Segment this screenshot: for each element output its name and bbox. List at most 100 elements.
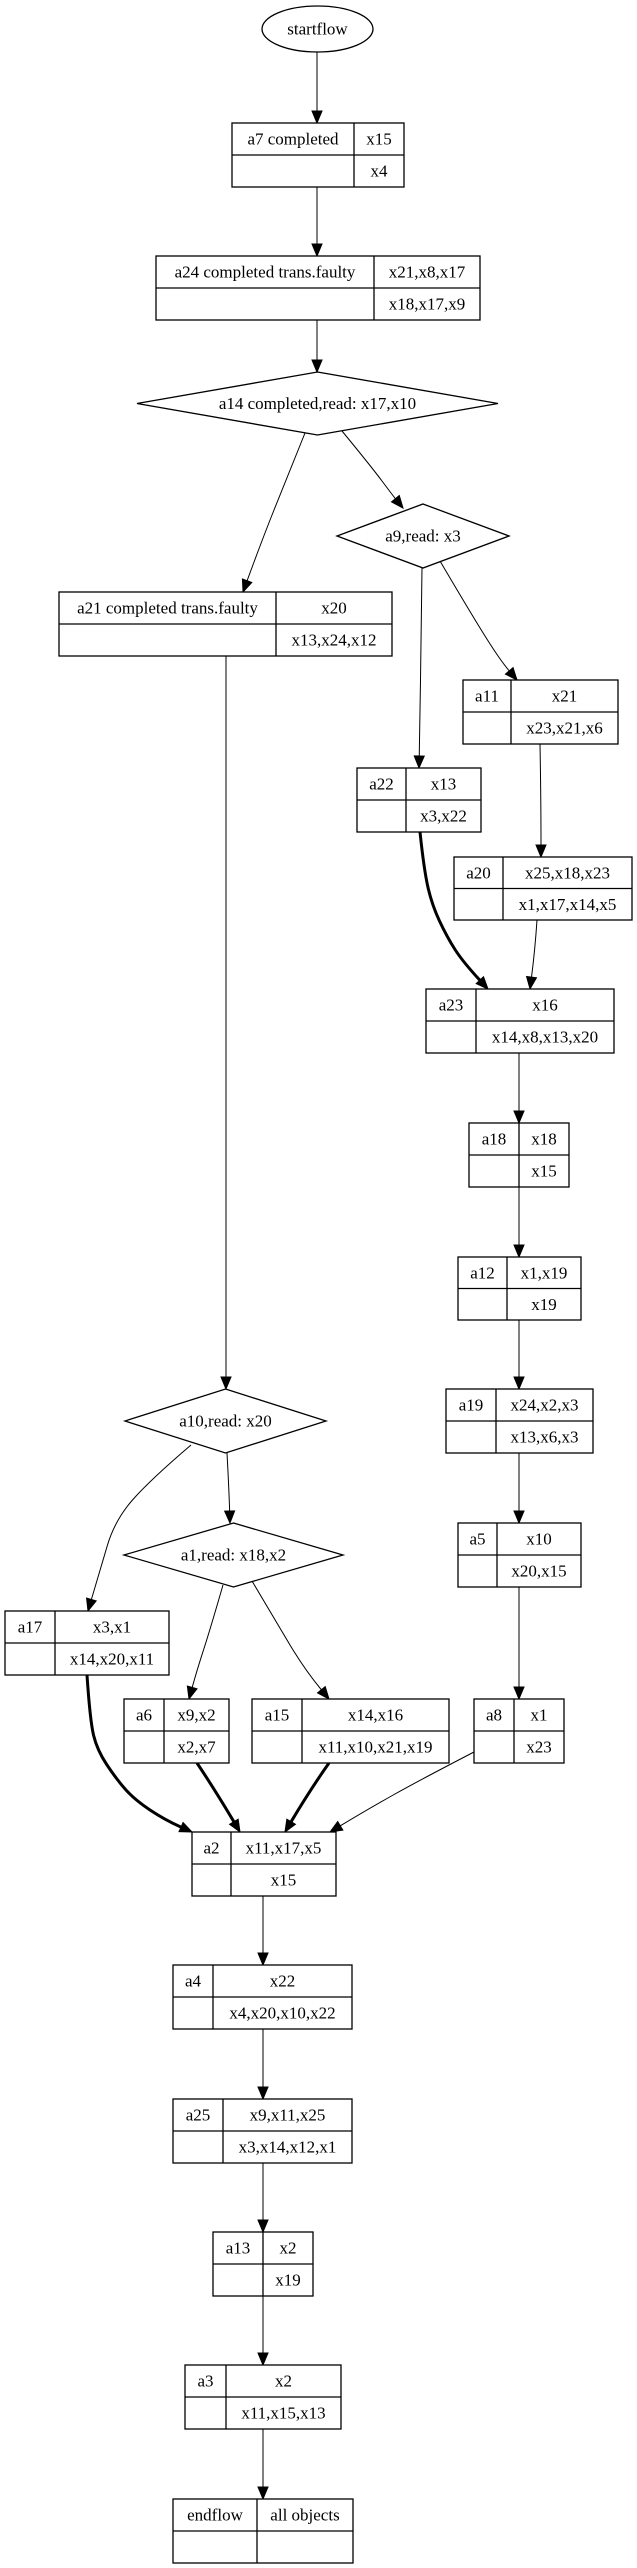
decision-diamond [335,503,511,569]
decision-diamond [121,1522,346,1588]
edge-a20-to-a23 [525,919,538,991]
node-bottom-objects: x19 [531,1295,557,1314]
edge-a22-to-a23 [418,831,489,990]
node-startflow[interactable]: startflow [261,5,374,53]
edge-a2-to-a4 [257,1896,269,1967]
node-top-objects: x21 [552,687,578,706]
edge-a12-to-a19 [513,1320,525,1391]
arrowhead-icon [284,1818,297,1834]
edge-a19-to-a5 [513,1453,525,1525]
node-top-objects: x24,x2,x3 [511,1396,579,1415]
arrowhead-icon [513,1686,525,1701]
arrowhead-icon [257,2219,269,2234]
edge-line [195,1762,236,1823]
node-name: a12 [470,1263,495,1282]
node-name: a25 [186,2106,211,2125]
node-name: a19 [459,1396,484,1415]
edge-a15-to-a2 [284,1762,331,1834]
node-top-objects: all objects [270,2506,339,2525]
edge-a21-to-a10 [220,656,232,1391]
node-name: a2 [203,1839,219,1858]
node-a10[interactable]: a10,read: x20 [122,1388,329,1454]
node-top-objects: x22 [270,1972,296,1991]
node-top-objects: x10 [526,1530,552,1549]
node-top-objects: x15 [366,130,392,149]
edge-a10-to-a1 [223,1452,236,1525]
node-name: a15 [265,1706,290,1725]
edge-line [439,560,510,672]
arrowhead-icon [311,243,323,258]
edge-a7-to-a24 [311,187,323,258]
node-a1[interactable]: a1,read: x18,x2 [121,1522,346,1588]
start-ellipse [261,5,374,53]
edge-line [191,1584,224,1688]
node-top-objects: x9,x2 [177,1706,215,1725]
edge-a1-to-a15 [251,1580,330,1701]
arrowhead-icon [513,1110,525,1125]
node-bottom-objects: x23,x21,x6 [526,719,603,738]
arrowhead-icon [413,755,426,770]
node-bottom-objects: x4,x20,x10,x22 [229,2004,335,2023]
edge-a23-to-a18 [513,1053,525,1125]
edge-line [85,1674,182,1829]
arrowhead-icon [390,494,404,510]
edge-a11-to-a20 [535,743,547,859]
node-endflow[interactable]: endflow all objects [172,2498,354,2564]
arrowhead-icon [257,2352,269,2367]
edge-line [539,743,542,846]
arrowhead-icon [257,2486,269,2501]
node-top-objects: x2 [275,2372,292,2391]
node-top-objects: x18 [531,1130,557,1149]
node-bottom-objects: x15 [531,1162,557,1181]
node-bottom-objects: x4 [371,162,389,181]
edge-a9-to-a11 [439,560,518,681]
edge-a25-to-a13 [257,2163,269,2234]
node-a12[interactable]: a12 x1,x19 x19 [457,1256,582,1321]
arrowhead-icon [475,975,489,990]
node-a14[interactable]: a14 completed,read: x17,x10 [136,371,499,436]
node-label: startflow [287,20,348,39]
edge-line [531,919,538,978]
edge-a24-to-a14 [311,320,323,374]
node-name: a18 [482,1130,507,1149]
node-bottom-objects: x3,x14,x12,x1 [239,2138,337,2157]
arrowhead-icon [228,1818,241,1834]
decision-diamond [122,1388,329,1454]
node-label: a10,read: x20 [179,1412,272,1431]
node-name: endflow [187,2506,243,2525]
arrowhead-icon [220,1376,232,1391]
node-top-objects: x13 [431,775,457,794]
decision-diamond [136,371,499,436]
node-a18[interactable]: a18 x18 x15 [468,1122,570,1188]
node-name: a13 [226,2239,251,2258]
arrowhead-icon [178,1821,194,1833]
node-top-objects: x1,x19 [521,1263,568,1282]
node-a9[interactable]: a9,read: x3 [335,503,511,569]
edge-line [341,430,396,500]
edge-line [340,1751,475,1827]
arrowhead-icon [328,1820,344,1833]
node-bottom-objects: x13,x24,x12 [292,631,377,650]
edge-a14-to-a21 [241,432,306,594]
node-bottom-objects: x18,x17,x9 [389,295,466,314]
